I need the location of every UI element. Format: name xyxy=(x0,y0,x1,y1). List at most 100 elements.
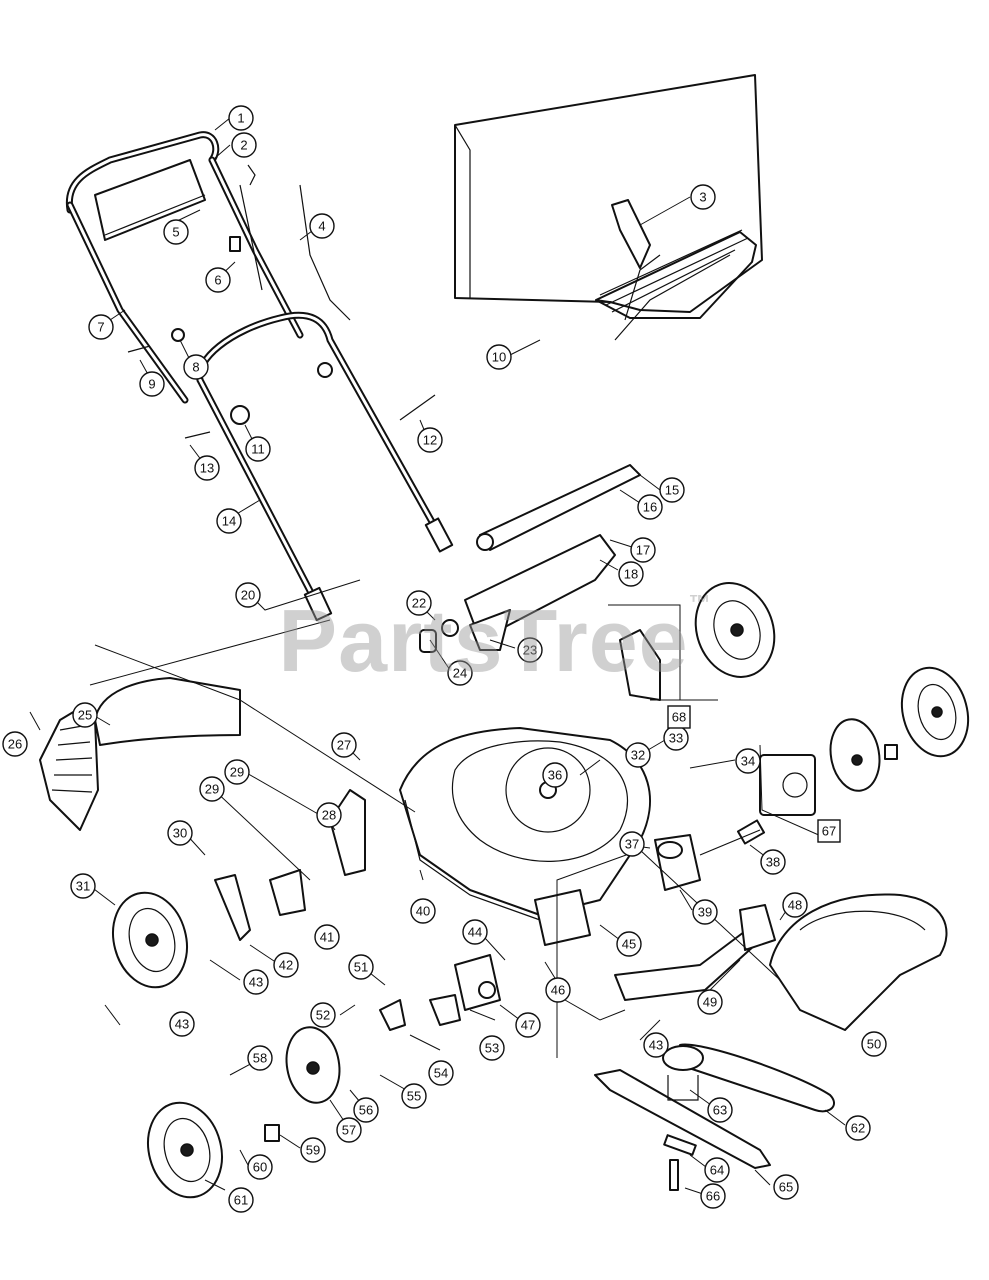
callout-55[interactable]: 46 xyxy=(545,977,571,1003)
callout-16[interactable]: 24 xyxy=(447,660,473,686)
svg-text:48: 48 xyxy=(788,898,802,913)
callout-43-deflector[interactable]: 43 xyxy=(643,1032,669,1058)
callout-17[interactable]: 31 xyxy=(70,873,96,899)
callout-34[interactable]: 4 xyxy=(309,213,335,239)
callout-1[interactable]: 2 xyxy=(231,132,257,158)
callout-36[interactable]: 16 xyxy=(637,494,663,520)
callout-6[interactable]: 9 xyxy=(139,371,165,397)
callout-4[interactable]: 14 xyxy=(216,508,242,534)
callout-28[interactable]: 47 xyxy=(515,1012,541,1038)
svg-text:28: 28 xyxy=(322,808,336,823)
callout-12[interactable]: 27 xyxy=(331,732,357,758)
callout-27[interactable]: 64 xyxy=(704,1157,730,1183)
callout-7[interactable]: 13 xyxy=(194,455,220,481)
callout-37[interactable]: 15 xyxy=(659,477,685,503)
callout-31[interactable]: 43 xyxy=(243,969,269,995)
height-adjust-bracket-right xyxy=(619,629,661,701)
svg-text:25: 25 xyxy=(78,708,92,723)
svg-text:54: 54 xyxy=(434,1066,448,1081)
svg-text:61: 61 xyxy=(234,1193,248,1208)
svg-text:49: 49 xyxy=(703,995,717,1010)
svg-text:5: 5 xyxy=(172,225,179,240)
callout-42[interactable]: 29 xyxy=(199,776,225,802)
callout-26[interactable]: 53 xyxy=(479,1035,505,1061)
callout-57[interactable]: 52 xyxy=(310,1002,336,1028)
callout-54[interactable]: 33 xyxy=(663,725,689,751)
callout-64[interactable]: 45 xyxy=(616,931,642,957)
callout-44[interactable]: 29 xyxy=(224,759,250,785)
callout-11[interactable]: 12 xyxy=(417,427,443,453)
callout-30[interactable]: 54 xyxy=(428,1060,454,1086)
callout-51[interactable]: 62 xyxy=(845,1115,871,1141)
callout-5[interactable]: 8 xyxy=(183,354,209,380)
svg-text:34: 34 xyxy=(741,754,755,769)
svg-text:59: 59 xyxy=(306,1143,320,1158)
callout-48[interactable]: 5 xyxy=(163,219,189,245)
callout-58[interactable]: 58 xyxy=(247,1045,273,1071)
callout-67[interactable]: 37 xyxy=(619,831,645,857)
callout-63[interactable]: 55 xyxy=(401,1083,427,1109)
callout-13[interactable]: 23 xyxy=(517,637,543,663)
callout-49[interactable]: 48 xyxy=(782,892,808,918)
callout-15[interactable]: 18 xyxy=(618,561,644,587)
callout-45[interactable]: 36 xyxy=(542,762,568,788)
callout-25[interactable]: 66 xyxy=(700,1183,726,1209)
svg-text:42: 42 xyxy=(279,958,293,973)
svg-text:15: 15 xyxy=(665,483,679,498)
svg-text:3: 3 xyxy=(699,190,706,205)
callout-59[interactable]: 59 xyxy=(300,1137,326,1163)
callout-53[interactable]: 50 xyxy=(861,1031,887,1057)
svg-text:40: 40 xyxy=(416,904,430,919)
rear-wheel-right-top xyxy=(694,582,776,678)
wheel-gear-cover-left xyxy=(264,1026,341,1142)
callout-20[interactable]: 32 xyxy=(625,742,651,768)
callout-46-box[interactable]: 67 xyxy=(817,819,841,843)
callout-43-wheel[interactable]: 43 xyxy=(169,1011,195,1037)
svg-text:31: 31 xyxy=(76,879,90,894)
callout-68[interactable]: 28 xyxy=(316,802,342,828)
callout-43-deck[interactable]: 40 xyxy=(410,898,436,924)
svg-text:46: 46 xyxy=(551,983,565,998)
svg-text:43: 43 xyxy=(649,1038,663,1053)
callout-10[interactable]: 1 xyxy=(228,105,254,131)
callout-33[interactable]: 26 xyxy=(2,731,28,757)
svg-text:29: 29 xyxy=(205,782,219,797)
part-callouts: 1 2 3 4 5 6 7 8 9 10 11 12 13 14 15 16 1… xyxy=(2,105,887,1213)
callout-50[interactable]: 6 xyxy=(205,267,231,293)
callout-56[interactable]: 44 xyxy=(462,919,488,945)
front-axle-bracket xyxy=(379,889,591,1031)
callout-3[interactable]: 3 xyxy=(690,184,716,210)
callout-47-box[interactable]: 68 xyxy=(667,705,691,729)
svg-text:23: 23 xyxy=(523,643,537,658)
transmission xyxy=(654,754,816,891)
callout-8[interactable]: 10 xyxy=(486,344,512,370)
callout-39[interactable]: 17 xyxy=(630,537,656,563)
svg-text:27: 27 xyxy=(337,738,351,753)
callout-23[interactable]: 63 xyxy=(707,1097,733,1123)
callout-24[interactable]: 65 xyxy=(773,1174,799,1200)
svg-text:8: 8 xyxy=(192,360,199,375)
callout-62[interactable]: 56 xyxy=(353,1097,379,1123)
callout-29-upper[interactable]: 30 xyxy=(167,820,193,846)
callout-40[interactable]: 42 xyxy=(273,952,299,978)
callout-65[interactable]: 38 xyxy=(760,849,786,875)
callout-29-lower[interactable]: 51 xyxy=(348,954,374,980)
callout-2[interactable]: 7 xyxy=(88,314,114,340)
callout-60[interactable]: 60 xyxy=(247,1154,273,1180)
callout-38[interactable]: 20 xyxy=(235,582,261,608)
callout-32[interactable]: 61 xyxy=(228,1187,254,1213)
callout-61[interactable]: 57 xyxy=(336,1117,362,1143)
callout-52[interactable]: 39 xyxy=(692,899,718,925)
svg-text:55: 55 xyxy=(407,1089,421,1104)
callout-9[interactable]: 11 xyxy=(245,436,271,462)
callout-18[interactable]: 25 xyxy=(72,702,98,728)
callout-14[interactable]: 22 xyxy=(406,590,432,616)
svg-text:26: 26 xyxy=(8,737,22,752)
callout-41[interactable]: 41 xyxy=(314,924,340,950)
callout-22[interactable]: 49 xyxy=(697,989,723,1015)
callout-66[interactable]: 34 xyxy=(735,748,761,774)
svg-text:39: 39 xyxy=(698,905,712,920)
svg-text:1: 1 xyxy=(237,111,244,126)
svg-text:18: 18 xyxy=(624,567,638,582)
